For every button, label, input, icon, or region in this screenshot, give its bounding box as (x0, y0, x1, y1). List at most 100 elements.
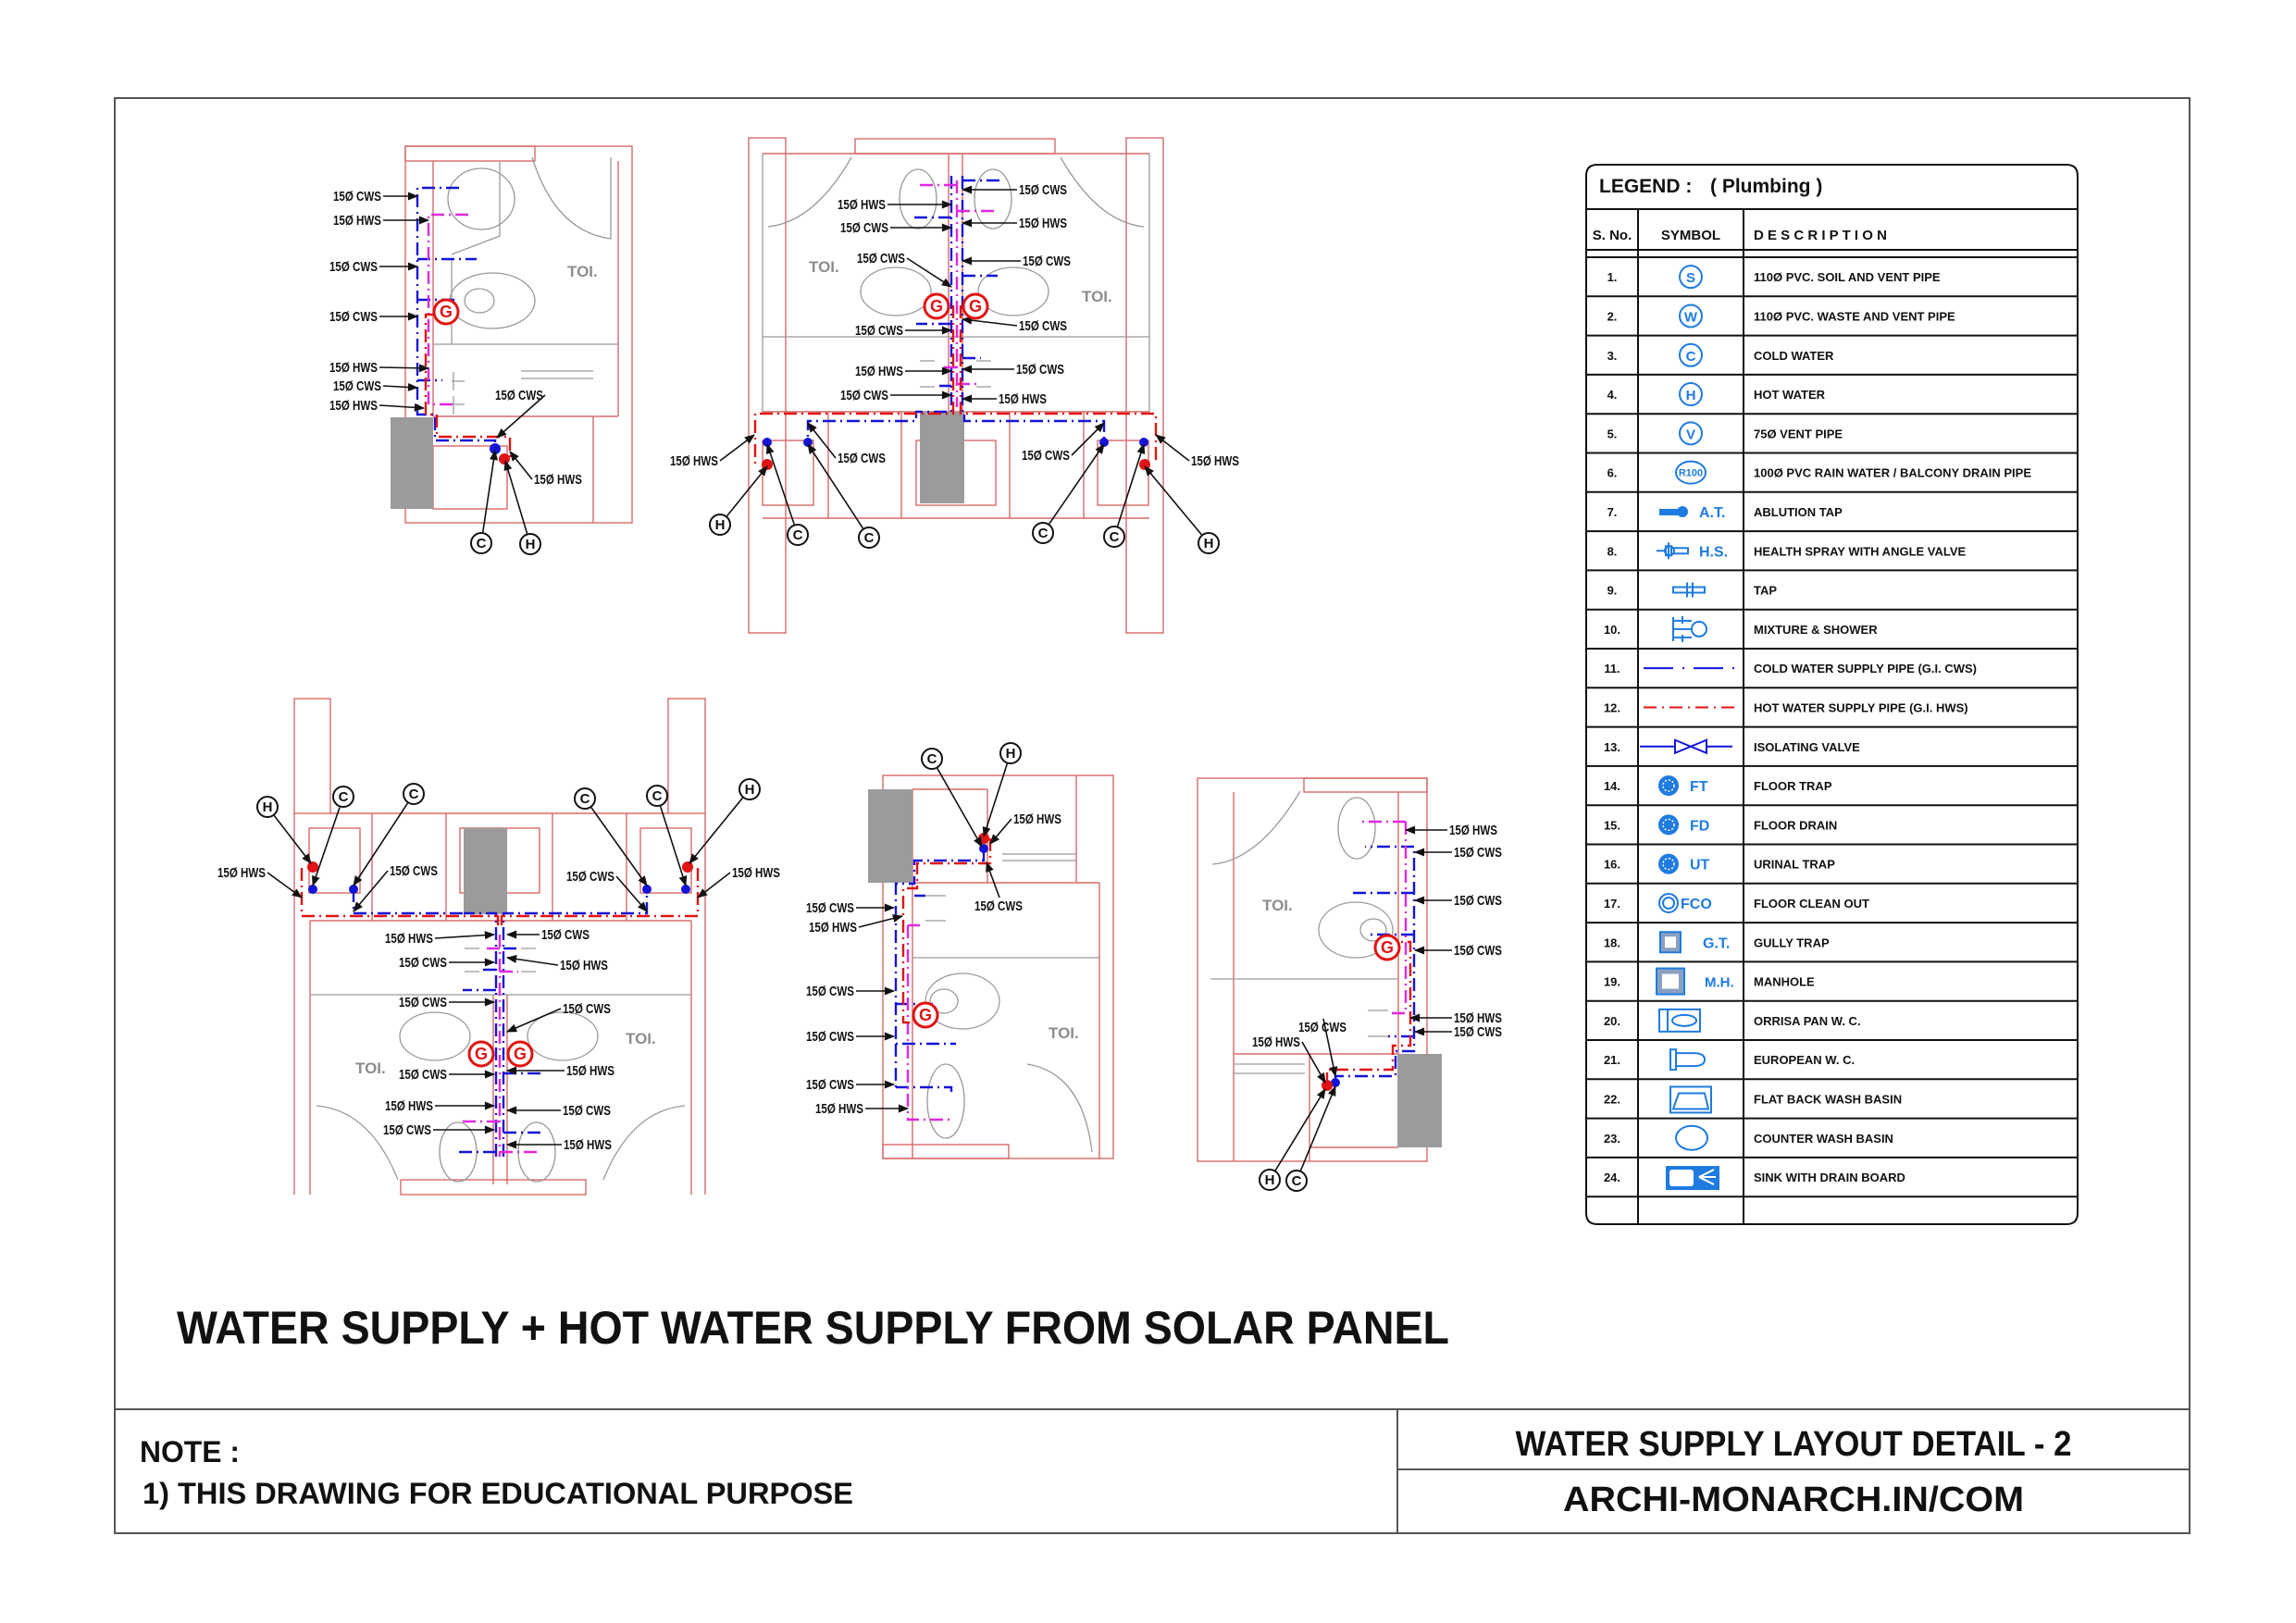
pipe-size-label: 15Ø CWS (495, 388, 543, 403)
pipe-size-label: 15Ø CWS (1023, 254, 1071, 269)
geyser-icon (467, 1040, 495, 1068)
legend-header-description: D E S C R I P T I O N (1754, 228, 1887, 243)
pipe-size-label: 15Ø CWS (383, 1122, 431, 1138)
riser-marker-label: H (1265, 1172, 1275, 1188)
leader-arrow (379, 364, 430, 373)
leader-arrow (1155, 434, 1190, 462)
legend-row-number: 8. (1607, 544, 1618, 558)
geyser-label: G (930, 297, 943, 316)
legend-row-number: 2. (1607, 309, 1618, 323)
legend-row: 11.COLD WATER SUPPLY PIPE (G.I. CWS) (1604, 662, 1977, 675)
riser-marker-circle (574, 787, 596, 810)
riser-marker-circle (1032, 522, 1054, 544)
pipe-size-label: 15Ø HWS (838, 197, 886, 213)
geyser-icon (923, 292, 950, 320)
pipe-size-label: 15Ø CWS (333, 189, 381, 204)
leader-arrow (1274, 1088, 1326, 1171)
sink-drain-board-icon (1666, 1166, 1719, 1191)
leader-arrow (1071, 422, 1105, 456)
riser-marker-label: H (526, 537, 536, 552)
legend-row-description: FLOOR CLEAN OUT (1754, 897, 1869, 911)
manhole-icon: M.H. (1656, 967, 1734, 996)
geyser-icon (962, 292, 989, 320)
legend-symbol-text: W (1684, 309, 1698, 325)
pipe-size-label: 15Ø CWS (838, 451, 886, 466)
riser-marker-circle (1198, 532, 1220, 554)
pipe-size-label: 15Ø CWS (566, 869, 614, 885)
pipe-size-label: 15Ø HWS (385, 1098, 433, 1114)
room-label: TOI. (626, 1030, 656, 1047)
pipe-size-label: 15Ø HWS (333, 213, 381, 229)
pipe-size-label: 15Ø CWS (840, 220, 888, 236)
legend-row-description: 100Ø PVC RAIN WATER / BALCONY DRAIN PIPE (1754, 466, 2031, 480)
riser-marker-circle (470, 532, 492, 554)
legend-symbol-text: C (1686, 349, 1696, 365)
pipe-size-label: 15Ø CWS (855, 323, 903, 339)
legend-row-description: 75Ø VENT PIPE (1754, 427, 1843, 440)
legend-row-number: 15. (1604, 818, 1620, 832)
ablution-tap-icon: A.T. (1659, 505, 1725, 521)
riser-marker-label: C (580, 791, 590, 807)
room-label: TOI. (567, 263, 598, 280)
riser-marker-label: C (1292, 1173, 1302, 1189)
leader-arrow (807, 443, 864, 529)
leader-arrow (986, 861, 1000, 898)
leader-arrow (481, 449, 498, 533)
leader-arrow (906, 257, 952, 288)
legend-row-description: GULLY TRAP (1754, 935, 1830, 949)
pipe-size-label: 15Ø HWS (1454, 1010, 1502, 1026)
pipe-size-label: 15Ø HWS (1252, 1035, 1300, 1050)
room-label: TOI. (1049, 1024, 1079, 1042)
riser-marker-circle (738, 778, 761, 800)
legend-row-description: HOT WATER SUPPLY PIPE (G.I. HWS) (1754, 700, 1968, 714)
leader-arrow (434, 931, 496, 940)
vent-pipe-icon: V (1679, 421, 1703, 446)
soil-pipe-icon: S (1679, 265, 1703, 290)
leader-arrow (505, 1008, 562, 1033)
leader-arrow (379, 403, 426, 412)
pipe-size-label: 15Ø CWS (1016, 362, 1064, 378)
orissa-pan-icon (1658, 1008, 1701, 1033)
room-label: TOI. (809, 258, 839, 276)
pipe-size-label: 15Ø CWS (974, 898, 1023, 914)
geyser-icon (1373, 934, 1401, 961)
legend-symbol-text: M.H. (1705, 975, 1734, 991)
european-wc-icon (1669, 1048, 1706, 1072)
legend-symbol-text: FT (1690, 779, 1708, 795)
legend-row-number: 16. (1604, 858, 1620, 872)
riser-marker-label: C (339, 789, 349, 805)
pipe-size-label: 15Ø HWS (1013, 812, 1061, 827)
riser-marker-label: C (652, 788, 663, 804)
legend-symbol-text: H.S. (1699, 544, 1728, 560)
riser-marker-circle (1103, 526, 1125, 548)
note-line-1: 1) THIS DRAWING FOR EDUCATIONAL PURPOSE (143, 1477, 853, 1510)
pipe-size-label: 15Ø HWS (809, 920, 857, 935)
legend-row: 9.TAP (1607, 582, 1777, 598)
legend-row-description: 110Ø PVC. SOIL AND VENT PIPE (1754, 270, 1941, 284)
sheet-frame (114, 97, 2191, 1534)
legend-row-description: MIXTURE & SHOWER (1754, 623, 1878, 637)
legend-row-number: 6. (1607, 466, 1618, 480)
pipe-size-label: 15Ø CWS (399, 995, 447, 1010)
pipe-size-label: 15Ø HWS (560, 958, 608, 973)
geyser-label: G (969, 297, 982, 316)
title-block-drawing-title: WATER SUPPLY LAYOUT DETAIL - 2 (1516, 1425, 2072, 1464)
legend-symbol-text: R100 (1679, 468, 1703, 479)
title-block-website: ARCHI-MONARCH.IN/COM (1563, 1481, 2024, 1519)
riser-marker-label: C (793, 527, 803, 543)
pipe-size-label: 15Ø HWS (566, 1063, 614, 1079)
legend-row-description: ABLUTION TAP (1754, 505, 1843, 519)
leader-arrow (496, 394, 546, 439)
drawing-main-title: WATER SUPPLY + HOT WATER SUPPLY FROM SOL… (177, 1302, 1449, 1354)
riser-marker-circle (332, 786, 354, 808)
